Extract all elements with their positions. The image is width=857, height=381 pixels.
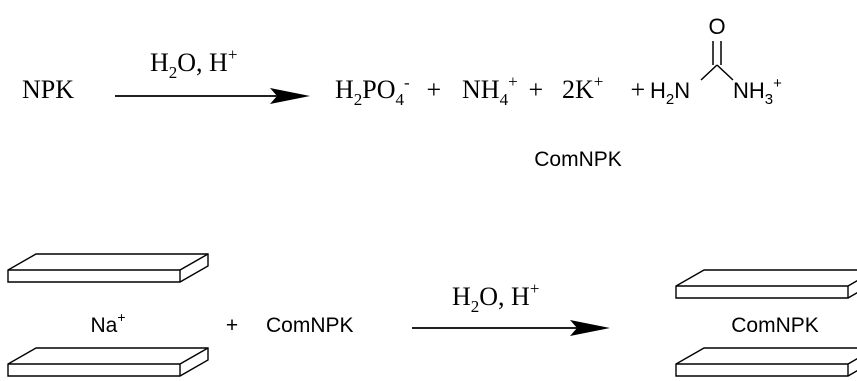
plus-sign-4: + <box>226 314 238 337</box>
arrow1-conditions: H2O, H+ <box>150 45 237 82</box>
arrow2-conditions: H2O, H+ <box>452 279 539 316</box>
urea-fragment-structure: H2N O NH3+ <box>650 14 782 108</box>
plus-sign-1: + <box>420 75 448 104</box>
clay-layer-top-left <box>7 253 209 283</box>
product-dihydrogen-phosphate: H2PO4- <box>335 73 410 109</box>
reaction-arrow-2 <box>412 320 610 336</box>
reagent-comnpk: ComNPK <box>266 314 354 337</box>
reaction-arrow-1 <box>115 88 310 104</box>
urea-right-ammonium: NH3+ <box>733 75 782 108</box>
clay-layer-top-right <box>675 269 857 299</box>
interlayer-sodium: Na+ <box>90 309 125 337</box>
reactant-npk: NPK <box>22 75 74 104</box>
urea-oxygen: O <box>708 14 725 39</box>
clay-layer-bottom-left <box>7 347 209 377</box>
clay-layer-bottom-right <box>675 347 857 377</box>
product-potassium: 2K+ <box>562 72 603 104</box>
comnpk-label: ComNPK <box>534 148 622 171</box>
product-ammonium: NH4+ <box>462 72 518 109</box>
interlayer-comnpk: ComNPK <box>731 314 819 337</box>
urea-left-amine: H2N <box>650 78 690 108</box>
plus-sign-2: + <box>522 75 550 104</box>
plus-sign-3: + <box>624 75 645 104</box>
